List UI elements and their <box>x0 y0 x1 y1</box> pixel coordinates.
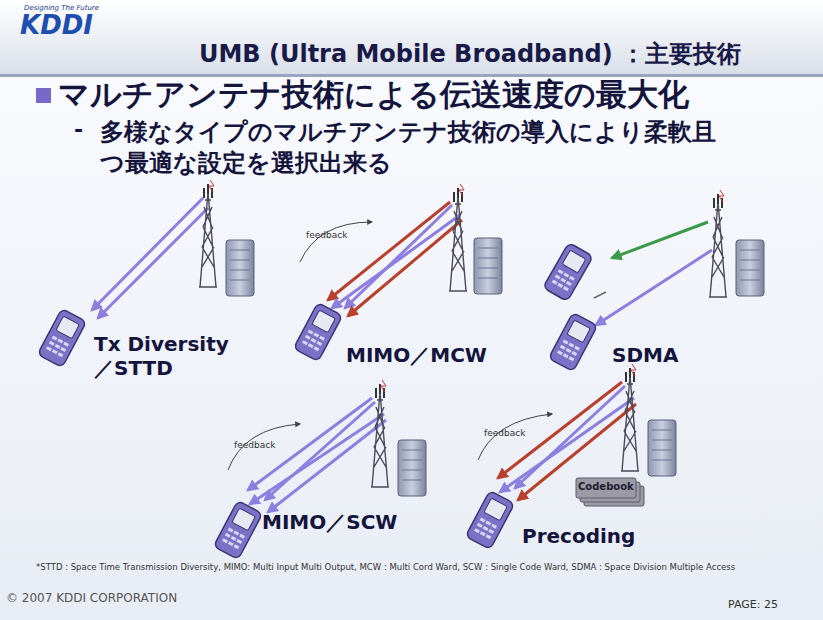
scheme-label: Tx Diversity ／STTD <box>94 332 234 380</box>
feedback-label: feedback <box>234 440 294 451</box>
footnote: *STTD : Space Time Transmission Diversit… <box>36 562 796 573</box>
scheme-label: MIMO／SCW <box>262 510 422 534</box>
scheme-label: Precoding <box>522 524 662 548</box>
dash-marker: - <box>74 117 94 143</box>
sub-bullet: 多様なタイプのマルチアンテナ技術の導入により柔軟且つ最適な設定を選択出来る <box>100 117 740 179</box>
scheme-label: SDMA <box>612 343 702 367</box>
feedback-label: feedback <box>484 428 544 439</box>
logo-text: KDDI <box>20 10 130 41</box>
copyright: © 2007 KDDI CORPORATION <box>6 591 246 605</box>
bullet-heading: マルチアンテナ技術による伝送速度の最大化 <box>58 76 798 113</box>
slide-title: UMB (Ultra Mobile Broadband) ：主要技術 <box>170 38 770 70</box>
scheme-label: MIMO／MCW <box>346 343 506 367</box>
feedback-label: feedback <box>306 230 366 241</box>
page-number: PAGE: 25 <box>728 598 818 611</box>
codebook-label: Codebook <box>578 481 636 493</box>
